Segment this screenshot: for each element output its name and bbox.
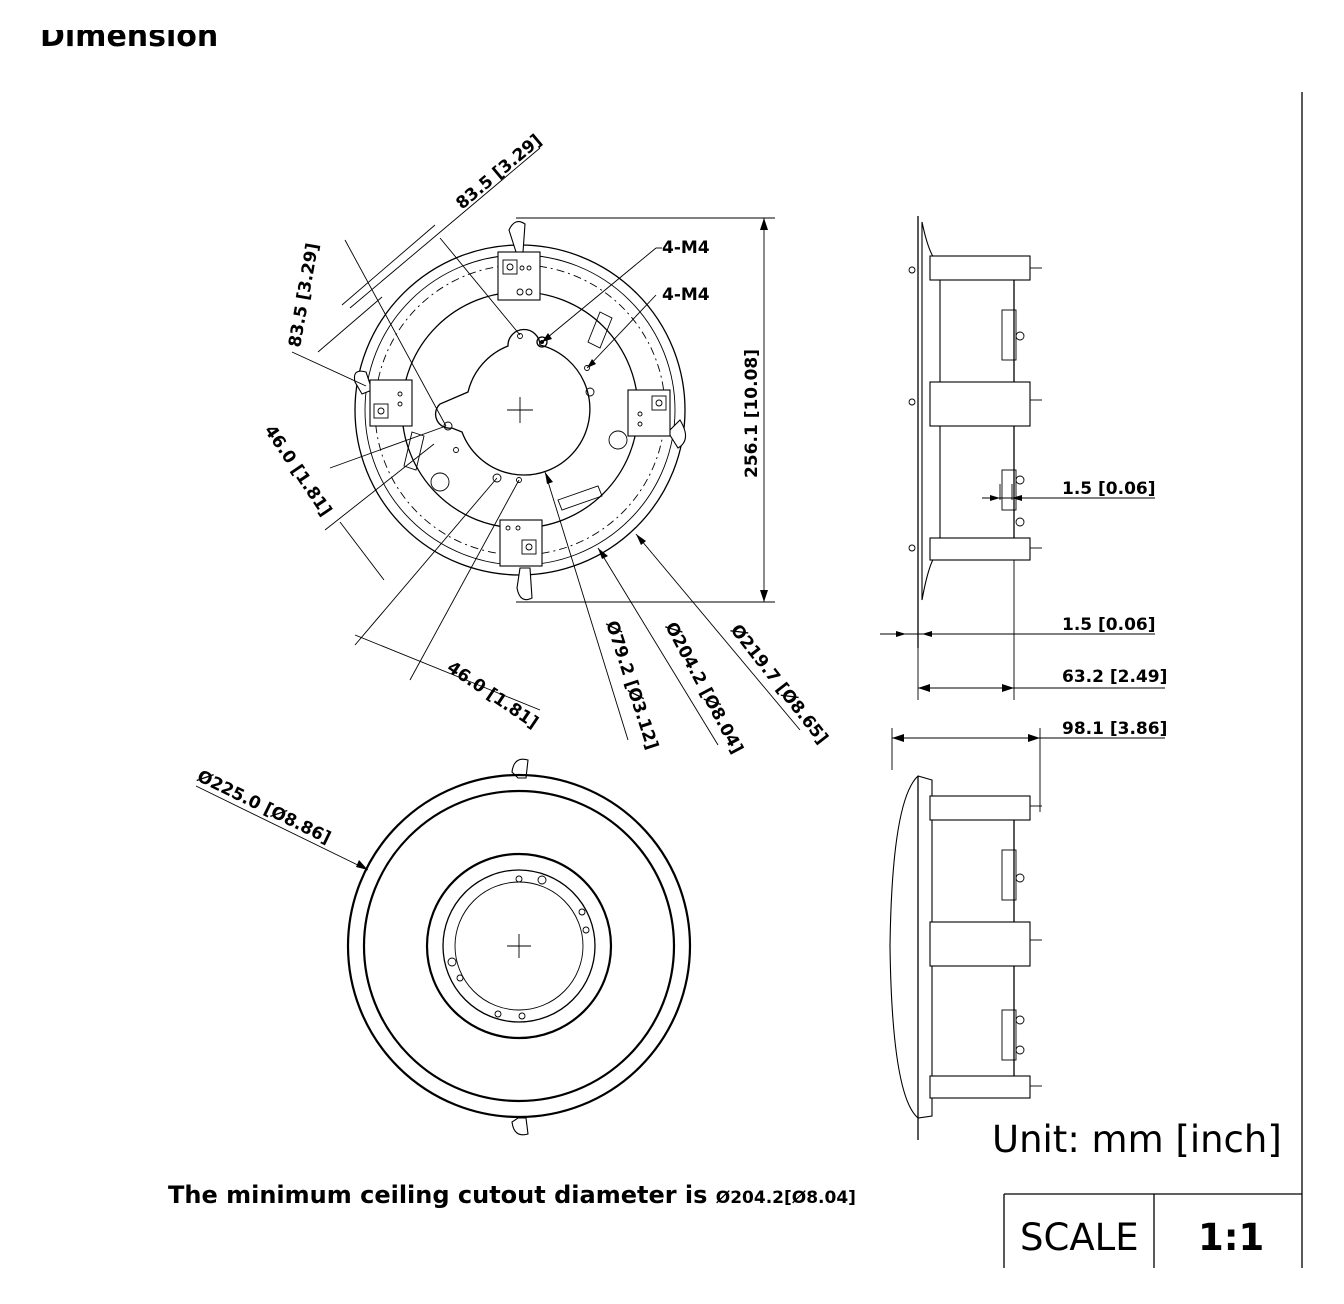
scale-value: 1:1: [1198, 1216, 1264, 1259]
bracket-bottom: [499, 519, 543, 601]
screw-hole-b: [584, 365, 590, 371]
mount-hole-5: [516, 477, 522, 483]
side-view-upper: 1.5 [0.06] 1.5 [0.06] 63.2 [2.49]: [880, 216, 1167, 700]
trim-ring-outer: [346, 773, 692, 1119]
bracket-top: [497, 221, 541, 301]
mount-hole-7: [453, 447, 459, 453]
side-view-lower: 98.1 [3.86]: [889, 719, 1167, 1140]
mount-hole-1: [585, 387, 595, 397]
scale-label: SCALE: [1020, 1216, 1139, 1259]
scale-table: SCALE 1:1: [1003, 1193, 1302, 1268]
screw-hole-a: [536, 336, 548, 348]
label-gap-lower: 1.5 [0.06]: [1062, 615, 1156, 635]
label-83-5-left: 83.5 [3.29]: [285, 242, 323, 349]
cutout-note-value: Ø204.2[Ø8.04]: [716, 1188, 856, 1208]
label-83-5-upper: 83.5 [3.29]: [452, 131, 546, 214]
label-dia-225: Ø225.0 [Ø8.86]: [194, 767, 334, 849]
label-dia-219-7: Ø219.7 [Ø8.65]: [726, 621, 832, 748]
mount-hole-2: [608, 430, 628, 450]
mount-hole-3: [430, 472, 450, 492]
label-depth-63-2: 63.2 [2.49]: [1062, 667, 1167, 687]
top-view: 83.5 [3.29] 83.5 [3.29] 4-M4 4-M4 46.0 […: [260, 131, 832, 758]
mount-hole-4: [492, 473, 502, 483]
label-depth-98-1: 98.1 [3.86]: [1062, 719, 1167, 739]
cover-ring: [425, 852, 613, 1040]
bracket-left: [353, 370, 413, 427]
label-256-1: 256.1 [10.08]: [742, 349, 762, 478]
cutout-note-text: The minimum ceiling cutout diameter is: [168, 1181, 716, 1209]
bracket-right: [627, 389, 687, 449]
bottom-view: Ø225.0 [Ø8.86]: [194, 758, 692, 1136]
label-4-m4-upper: 4-M4: [662, 238, 710, 258]
cover-inner: [442, 869, 596, 1023]
label-46-bottom: 46.0 [1.81]: [443, 658, 542, 733]
label-4-m4-lower: 4-M4: [662, 285, 710, 305]
label-gap-upper: 1.5 [0.06]: [1062, 479, 1156, 499]
mount-hole-8: [517, 333, 523, 339]
unit-label: Unit: mm [inch]: [992, 1118, 1282, 1161]
mount-hole-6: [443, 421, 453, 431]
cutout-note: The minimum ceiling cutout diameter is Ø…: [168, 1181, 856, 1209]
top-center-opening: [434, 328, 591, 476]
trim-ring-inner: [362, 789, 676, 1103]
label-46-left: 46.0 [1.81]: [260, 422, 335, 521]
